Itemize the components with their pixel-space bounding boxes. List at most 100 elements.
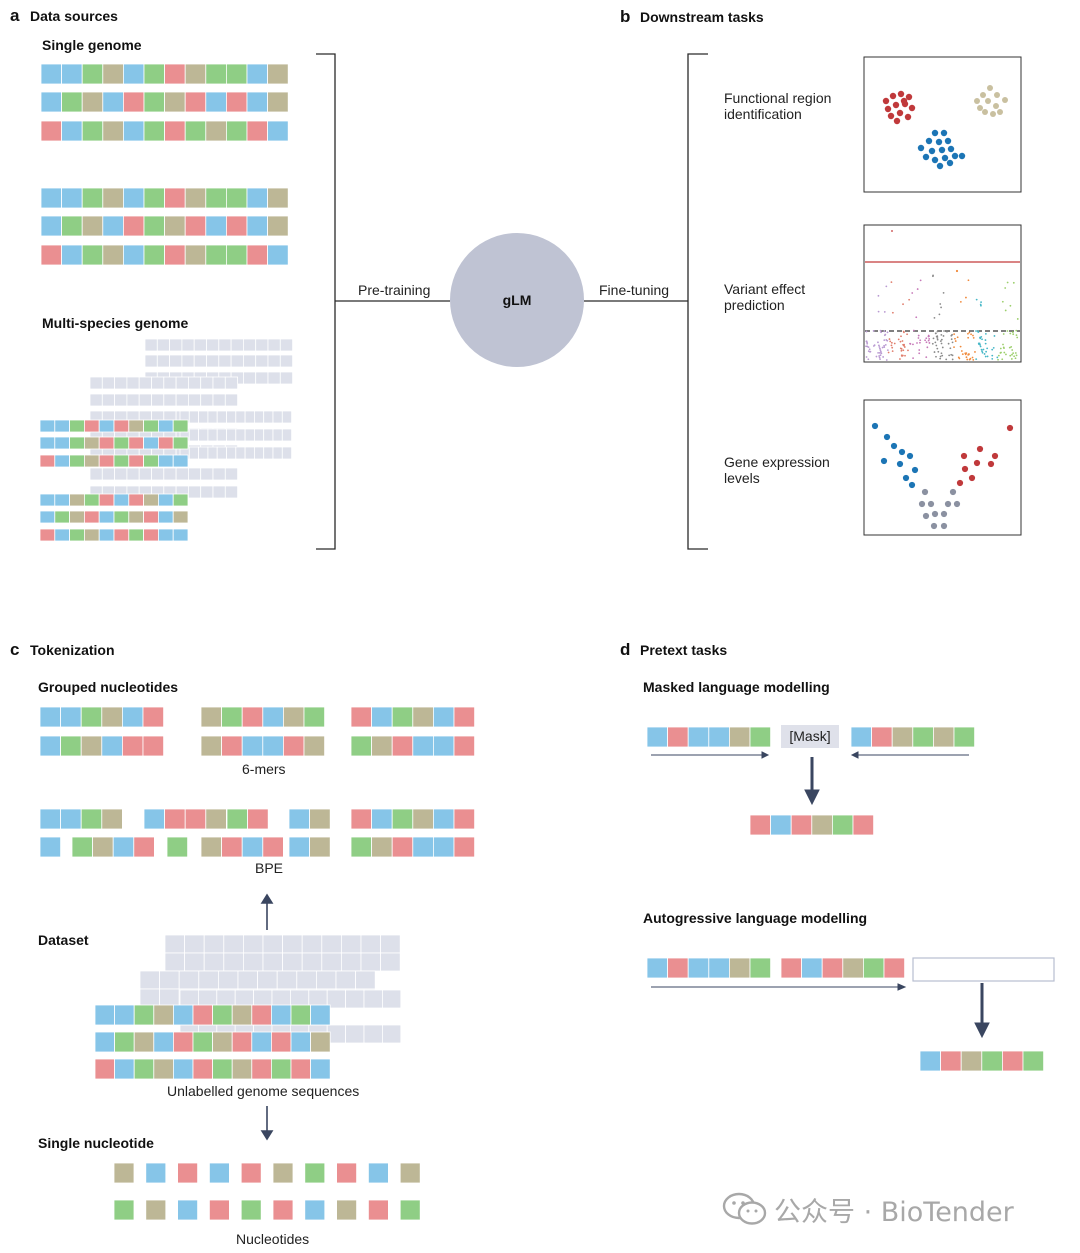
manhattan-point: [1001, 358, 1004, 361]
nucleotide-token: [39, 493, 56, 507]
manhattan-point: [1009, 354, 1012, 357]
volcano-down-dot: [880, 457, 888, 465]
manhattan-point: [901, 340, 904, 342]
manhattan-point: [1014, 357, 1017, 360]
manhattan-point: [865, 356, 868, 358]
manhattan-point: [975, 358, 978, 361]
nucleotide-token: [94, 1058, 116, 1080]
ghost-token: [242, 338, 257, 352]
manhattan-point: [1005, 353, 1007, 356]
manhattan-point: [902, 303, 904, 306]
nucleotide-token: [128, 493, 145, 507]
manhattan-point: [1003, 351, 1006, 354]
bpe-label: BPE: [255, 860, 283, 876]
nucleotide-token: [770, 814, 792, 836]
manhattan-point: [877, 310, 880, 313]
manhattan-point: [948, 354, 951, 357]
ghost-token: [224, 393, 239, 407]
nucleotide-token: [205, 808, 227, 830]
nucleotide-token: [172, 1004, 194, 1026]
single-nucleotide-token: [336, 1199, 358, 1221]
nucleotide-token: [247, 808, 269, 830]
ghost-token: [224, 376, 239, 390]
nucleotide-token: [69, 528, 85, 542]
manhattan-point: [908, 298, 911, 301]
task-1-line1: Functional region: [724, 90, 831, 106]
nucleotide-token: [123, 91, 145, 113]
tan-cluster-dot: [985, 98, 991, 104]
nucleotide-token: [933, 726, 955, 748]
manhattan-point: [999, 347, 1002, 350]
manhattan-point: [981, 338, 983, 341]
manhattan-point: [986, 347, 989, 350]
manhattan-point: [1010, 358, 1013, 360]
nucleotide-token: [98, 493, 115, 507]
nucleotide-token: [128, 510, 145, 524]
manhattan-point: [967, 353, 970, 356]
manhattan-point: [966, 358, 969, 361]
manhattan-point: [911, 292, 914, 294]
nucleotide-token: [453, 735, 476, 757]
nucleotide-token: [54, 528, 70, 542]
nucleotide-token: [80, 735, 103, 757]
manhattan-point: [969, 357, 972, 360]
red-cluster-dot: [889, 92, 897, 100]
nucleotide-token: [212, 1058, 233, 1080]
nucleotide-token: [123, 215, 145, 237]
volcano-neutral-dot: [918, 500, 926, 508]
manhattan-point: [883, 346, 886, 348]
manhattan-point: [985, 350, 988, 353]
nucleotide-token: [39, 436, 56, 450]
mlm-right-context: [850, 726, 976, 748]
manhattan-point: [883, 339, 886, 342]
alm-context-left: [646, 957, 772, 979]
volcano-down-dot: [883, 433, 891, 441]
blue-cluster-dot: [917, 144, 925, 152]
manhattan-point: [984, 332, 987, 335]
nucleotide-token: [69, 493, 85, 507]
ghost-token: [355, 970, 376, 990]
manhattan-point: [954, 340, 957, 342]
mask-token-label: [Mask]: [789, 728, 830, 744]
manhattan-point: [919, 339, 922, 342]
ghost-token: [198, 446, 209, 460]
nucleotide-token: [192, 1031, 214, 1053]
manhattan-point: [983, 353, 986, 355]
manhattan-point: [991, 348, 994, 351]
ghost-token: [159, 988, 180, 1008]
ghost-token: [340, 952, 362, 972]
manhattan-point: [967, 336, 970, 339]
single-nucleotide-token: [304, 1162, 326, 1184]
manhattan-point: [933, 351, 936, 353]
single-nucleotide-token: [177, 1162, 199, 1184]
nucleotide-token: [667, 957, 689, 979]
manhattan-point: [897, 338, 900, 341]
nucleotide-token: [241, 735, 264, 757]
nucleotide-token: [267, 120, 289, 142]
volcano-neutral-dot: [930, 522, 938, 530]
nucleotide-token: [262, 706, 284, 728]
ghost-sequence-row: [179, 989, 402, 1009]
manhattan-point: [935, 335, 938, 338]
manhattan-point: [941, 354, 944, 357]
manhattan-point: [877, 294, 880, 297]
manhattan-point: [968, 331, 971, 334]
nucleotide-token: [143, 436, 159, 450]
nucleotide-token: [221, 735, 243, 757]
ghost-token: [267, 371, 281, 385]
manhattan-point: [939, 340, 942, 343]
tan-cluster-dot: [1002, 97, 1008, 103]
ghost-sequence-row: [89, 467, 239, 481]
manhattan-point: [975, 298, 978, 301]
ghost-token: [207, 410, 218, 424]
manhattan-point: [939, 303, 942, 305]
ghost-token: [203, 952, 225, 972]
nucleotide-token: [184, 187, 207, 209]
manhattan-point: [883, 311, 886, 313]
manhattan-point: [883, 330, 886, 333]
manhattan-point: [1003, 347, 1005, 350]
manhattan-point: [996, 356, 999, 359]
nucleotide-token: [40, 91, 63, 113]
nucleotide-token: [432, 706, 455, 728]
ghost-token: [101, 376, 116, 390]
